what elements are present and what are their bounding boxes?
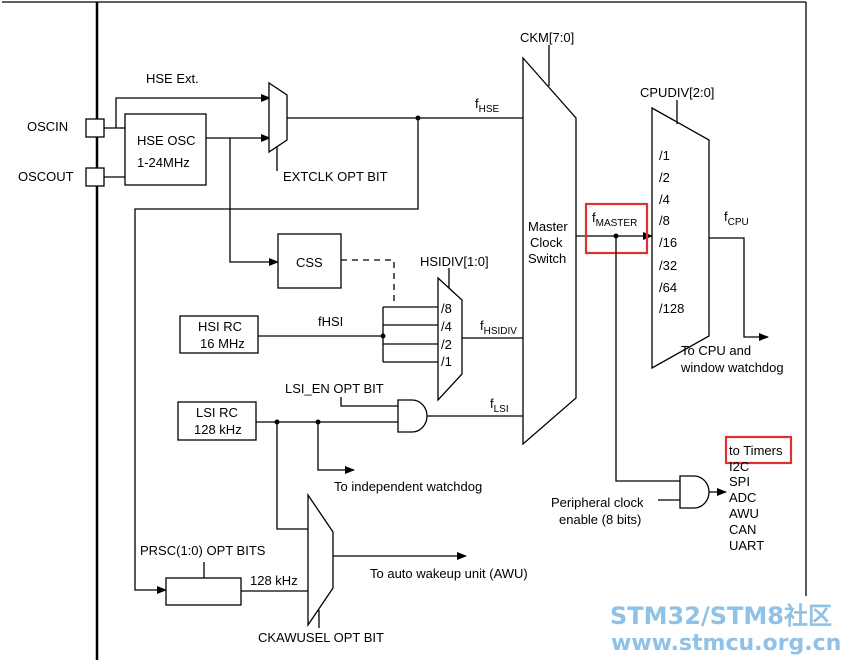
svg-text:16 MHz: 16 MHz xyxy=(200,336,245,351)
cpudiv-section: CPUDIV[2:0] /1 /2 /4 /8 /16 /32 /64 /128… xyxy=(640,85,784,375)
svg-text:128 kHz: 128 kHz xyxy=(194,422,242,437)
target-uart: UART xyxy=(729,538,764,553)
fhse-label: fHSE xyxy=(475,96,500,115)
target-can: CAN xyxy=(729,522,756,537)
frame xyxy=(2,1,807,660)
svg-text:HSE OSC: HSE OSC xyxy=(137,133,196,148)
awu-out-label: To auto wakeup unit (AWU) xyxy=(370,566,528,581)
fcpu-label: fCPU xyxy=(724,209,749,228)
oscout-pin: OSCOUT xyxy=(18,167,105,187)
svg-text:1-24MHz: 1-24MHz xyxy=(137,155,190,170)
ckawusel-label: CKAWUSEL OPT BIT xyxy=(258,630,384,645)
svg-text:enable (8 bits): enable (8 bits) xyxy=(559,512,641,527)
master-switch-shape xyxy=(522,56,577,446)
lsi-and-gate xyxy=(397,399,428,433)
svg-text:Clock: Clock xyxy=(530,235,563,250)
svg-text:/4: /4 xyxy=(441,319,452,334)
ckawusel-mux xyxy=(307,492,334,628)
svg-text:/8: /8 xyxy=(441,301,452,316)
peripheral-section: Peripheral clock enable (8 bits) to Time… xyxy=(551,435,793,553)
target-spi: SPI xyxy=(729,474,750,489)
master-clock-switch: CKM[7:0] Master Clock Switch xyxy=(520,30,577,446)
target-i2c: I2C xyxy=(729,459,749,474)
lsi-section: LSI RC 128 kHz LSI_EN OPT BIT fLSI To in… xyxy=(177,381,523,530)
svg-text:/1: /1 xyxy=(659,148,670,163)
svg-text:Master: Master xyxy=(528,219,568,234)
target-timers: to Timers xyxy=(729,443,783,458)
fmaster-label: fMASTER xyxy=(592,210,637,229)
timers-highlight xyxy=(724,435,793,465)
svg-text:/64: /64 xyxy=(659,280,677,295)
svg-text:www.stmcu.org.cn: www.stmcu.org.cn xyxy=(611,631,841,656)
svg-text:/16: /16 xyxy=(659,235,677,250)
target-adc: ADC xyxy=(729,490,756,505)
svg-text:OSCIN: OSCIN xyxy=(27,119,68,134)
hsi-section: HSI RC 16 MHz fHSI HSIDIV[1:0] /8 /4 /2 … xyxy=(179,254,523,402)
cpudiv-mux xyxy=(651,106,710,370)
awu-section: PRSC(1:0) OPT BITS 128 kHz CKAWUSEL OPT … xyxy=(140,492,528,645)
svg-text:/1: /1 xyxy=(441,354,452,369)
lsi-en-label: LSI_EN OPT BIT xyxy=(285,381,384,396)
target-awu: AWU xyxy=(729,506,759,521)
peripheral-and-gate xyxy=(679,475,710,509)
svg-text:/128: /128 xyxy=(659,301,684,316)
hse-ext-label: HSE Ext. xyxy=(146,71,199,86)
oscin-pin: OSCIN xyxy=(27,118,105,138)
svg-text:HSI RC: HSI RC xyxy=(198,319,242,334)
fhsi-label: fHSI xyxy=(318,314,343,329)
hsidiv-mux xyxy=(437,276,463,402)
svg-text:/2: /2 xyxy=(659,170,670,185)
hse-section: HSE Ext. HSE OSC 1-24MHz EXTCLK OPT BIT … xyxy=(104,71,523,594)
prsc-box xyxy=(165,577,242,606)
ckm-label: CKM[7:0] xyxy=(520,30,574,45)
svg-text:/2: /2 xyxy=(441,337,452,352)
iwdg-label: To independent watchdog xyxy=(334,479,482,494)
svg-text:LSI RC: LSI RC xyxy=(196,405,238,420)
svg-text:STM32/STM8社区: STM32/STM8社区 xyxy=(610,602,832,630)
watermark: STM32/STM8社区 www.stmcu.org.cn xyxy=(610,602,841,656)
cpu-out-label-1: To CPU and xyxy=(681,343,751,358)
extclk-label: EXTCLK OPT BIT xyxy=(283,169,388,184)
css-box xyxy=(277,233,342,289)
hse-osc-box xyxy=(124,113,207,186)
awu-freq-label: 128 kHz xyxy=(250,573,298,588)
hsidiv-title: HSIDIV[1:0] xyxy=(420,254,489,269)
lsi-rc-box xyxy=(177,401,257,441)
svg-text:OSCOUT: OSCOUT xyxy=(18,169,74,184)
svg-text:Peripheral clock: Peripheral clock xyxy=(551,495,644,510)
svg-text:Switch: Switch xyxy=(528,251,566,266)
cpudiv-title: CPUDIV[2:0] xyxy=(640,85,714,100)
prsc-label: PRSC(1:0) OPT BITS xyxy=(140,543,266,558)
hse-mux xyxy=(268,81,288,154)
css-block: CSS xyxy=(277,233,395,306)
cpu-out-label-2: window watchdog xyxy=(680,360,784,375)
hsi-rc-box xyxy=(179,315,259,354)
fmaster-section: fMASTER xyxy=(576,202,680,482)
flsi-label: fLSI xyxy=(490,396,509,415)
svg-text:/8: /8 xyxy=(659,213,670,228)
svg-text:CSS: CSS xyxy=(296,255,323,270)
svg-text:/4: /4 xyxy=(659,192,670,207)
fhsidiv-label: fHSIDIV xyxy=(480,318,517,337)
svg-text:/32: /32 xyxy=(659,258,677,273)
